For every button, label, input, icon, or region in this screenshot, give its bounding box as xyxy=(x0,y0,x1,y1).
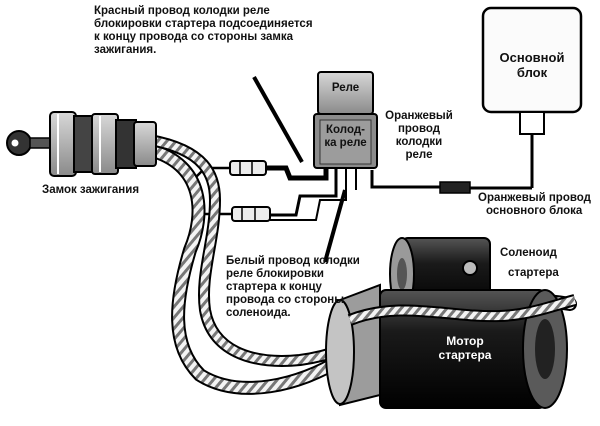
main-unit-label-line-1: Основной xyxy=(499,50,565,65)
solenoid-label: Соленоид стартера xyxy=(500,243,590,283)
white-wire-note: Белый провод колодки реле блокировки ста… xyxy=(226,255,386,320)
relay-wire-bundle xyxy=(250,165,357,221)
red-wire-pointer-line xyxy=(252,76,304,163)
orange-main-wire-label-line-2: основного блока xyxy=(486,205,583,217)
white-wire-note-line-3: стартера к концу xyxy=(226,281,322,293)
orange-relay-wire-label-line-1: Оранжевый xyxy=(385,110,453,122)
orange-relay-wire-label: Оранжевый провод колодки реле xyxy=(378,110,460,162)
red-wire-note-line-1: Красный провод колодки реле xyxy=(94,5,270,17)
orange-wire-connector xyxy=(439,181,471,194)
solenoid-label-line-2: стартера xyxy=(508,267,559,279)
ignition-lock xyxy=(6,111,157,177)
ignition-lock-label: Замок зажигания xyxy=(42,184,140,196)
white-wire-splice xyxy=(231,206,271,222)
solenoid-label-line-1: Соленоид xyxy=(500,247,557,259)
relay-connector-label-line-1: Колод- xyxy=(326,124,365,136)
relay-connector-label: Колод- ка реле xyxy=(314,124,377,150)
orange-wire xyxy=(370,170,440,189)
relay-label: Реле xyxy=(331,82,360,94)
white-wire-note-line-2: реле блокировки xyxy=(226,268,324,280)
orange-relay-wire-label-line-3: колодки xyxy=(395,136,443,148)
starter-motor-label-line-1: Мотор xyxy=(446,334,484,348)
starter-motor-label-line-2: стартера xyxy=(438,348,492,362)
orange-main-wire-label-line-1: Оранжевый провод xyxy=(478,192,591,204)
white-wire-pointer-line xyxy=(323,189,347,263)
main-unit-label: Основной блок xyxy=(483,50,581,80)
red-wire-note: Красный провод колодки реле блокировки с… xyxy=(94,5,394,57)
orange-relay-wire-label-line-2: провод xyxy=(397,123,441,135)
red-wire-note-line-2: блокировки стартера подсоединяется xyxy=(94,18,313,30)
white-wire-note-line-4: провода со стороны xyxy=(226,294,345,306)
main-unit-label-line-2: блок xyxy=(516,65,548,80)
white-wire-note-line-5: соленоида. xyxy=(226,307,291,319)
main-unit-box xyxy=(481,6,583,190)
orange-main-wire-label: Оранжевый провод основного блока xyxy=(478,192,598,218)
red-wire-splice xyxy=(229,160,267,176)
starter-motor-label: Мотор стартера xyxy=(420,334,510,362)
red-wire-note-line-4: зажигания. xyxy=(94,44,157,56)
white-wire-note-line-1: Белый провод колодки xyxy=(226,255,360,267)
relay-connector-label-line-2: ка реле xyxy=(324,137,367,149)
red-wire-note-line-3: к концу провода со стороны замка xyxy=(94,31,294,43)
relay-body xyxy=(313,71,378,169)
orange-relay-wire-label-line-4: реле xyxy=(405,149,433,161)
